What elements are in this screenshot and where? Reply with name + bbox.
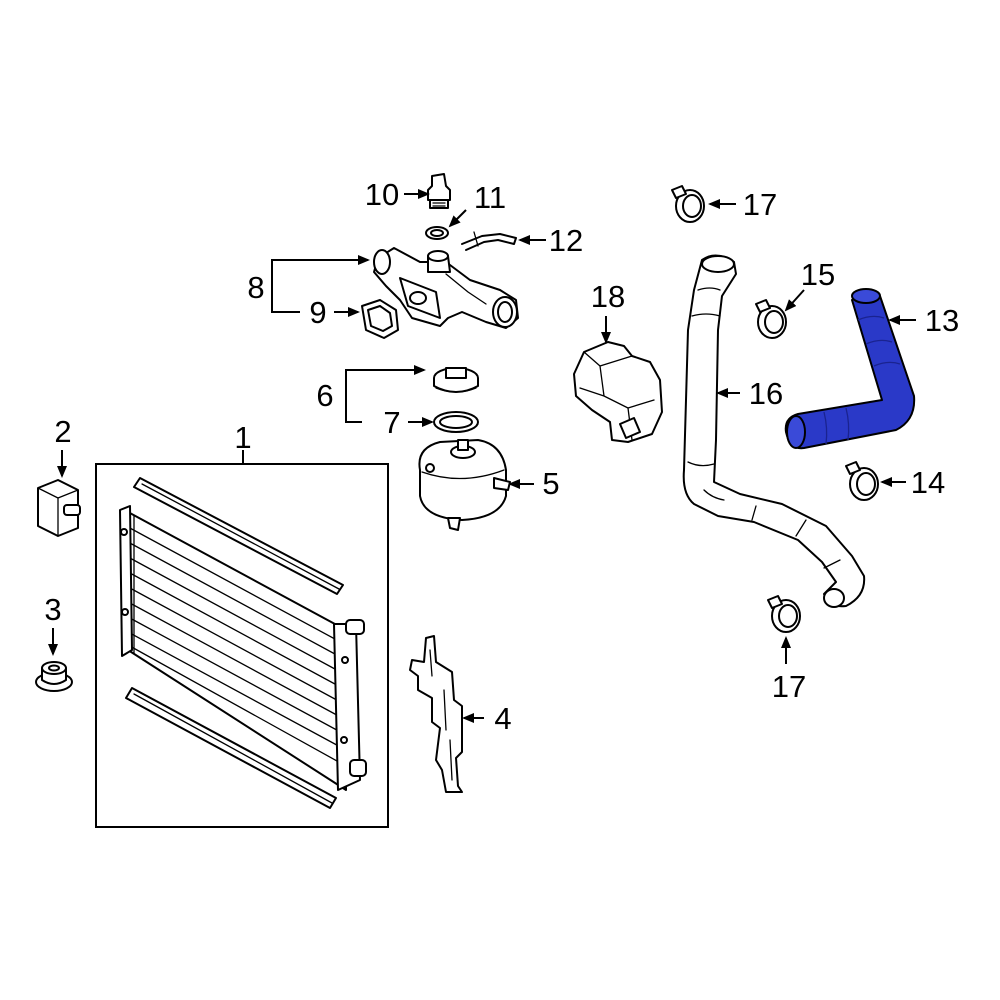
part-18-air-duct[interactable]: 18 <box>573 279 663 443</box>
part-label-10[interactable]: 10 <box>365 177 399 212</box>
part-8-coolant-flange[interactable]: 8 <box>247 247 519 329</box>
part-4-bracket[interactable]: 4 <box>409 635 512 793</box>
part-label-13[interactable]: 13 <box>925 303 959 338</box>
part-13-radiator-hose[interactable]: 13 <box>784 288 959 450</box>
part-label-5[interactable]: 5 <box>542 466 559 501</box>
part-label-4[interactable]: 4 <box>494 701 511 736</box>
part-label-17-top[interactable]: 17 <box>743 187 777 222</box>
part-1-radiator[interactable]: 1 <box>95 420 389 828</box>
part-label-15[interactable]: 15 <box>801 257 835 292</box>
part-label-8[interactable]: 8 <box>247 270 264 305</box>
part-label-16[interactable]: 16 <box>749 376 783 411</box>
part-label-2[interactable]: 2 <box>54 414 71 449</box>
part-label-12[interactable]: 12 <box>549 223 583 258</box>
part-17-clamp-top[interactable]: 17 <box>671 185 777 223</box>
part-label-17-bottom[interactable]: 17 <box>772 669 806 704</box>
part-15-clamp[interactable]: 15 <box>755 257 835 339</box>
part-17-clamp-bottom[interactable]: 17 <box>767 595 806 704</box>
part-10-sensor[interactable]: 10 <box>365 173 451 212</box>
part-14-clamp[interactable]: 14 <box>845 461 945 501</box>
part-11-o-ring[interactable]: 11 <box>425 180 506 240</box>
part-5-expansion-tank[interactable]: 5 <box>418 439 560 531</box>
part-label-7[interactable]: 7 <box>383 405 400 440</box>
part-label-18[interactable]: 18 <box>591 279 625 314</box>
part-7-seal-ring[interactable]: 7 <box>383 405 479 440</box>
part-label-6[interactable]: 6 <box>316 378 333 413</box>
part-6-cap[interactable]: 6 <box>316 365 479 423</box>
part-12-clip[interactable]: 12 <box>461 223 583 258</box>
part-label-9[interactable]: 9 <box>309 295 326 330</box>
part-9-gasket[interactable]: 9 <box>309 295 399 339</box>
part-label-1[interactable]: 1 <box>234 420 251 455</box>
part-16-lower-hose[interactable]: 16 <box>682 254 866 608</box>
part-2-mount[interactable]: 2 <box>37 414 81 537</box>
part-label-3[interactable]: 3 <box>44 592 61 627</box>
part-label-11[interactable]: 11 <box>474 180 506 215</box>
part-3-grommet[interactable]: 3 <box>35 592 73 692</box>
part-label-14[interactable]: 14 <box>911 465 945 500</box>
